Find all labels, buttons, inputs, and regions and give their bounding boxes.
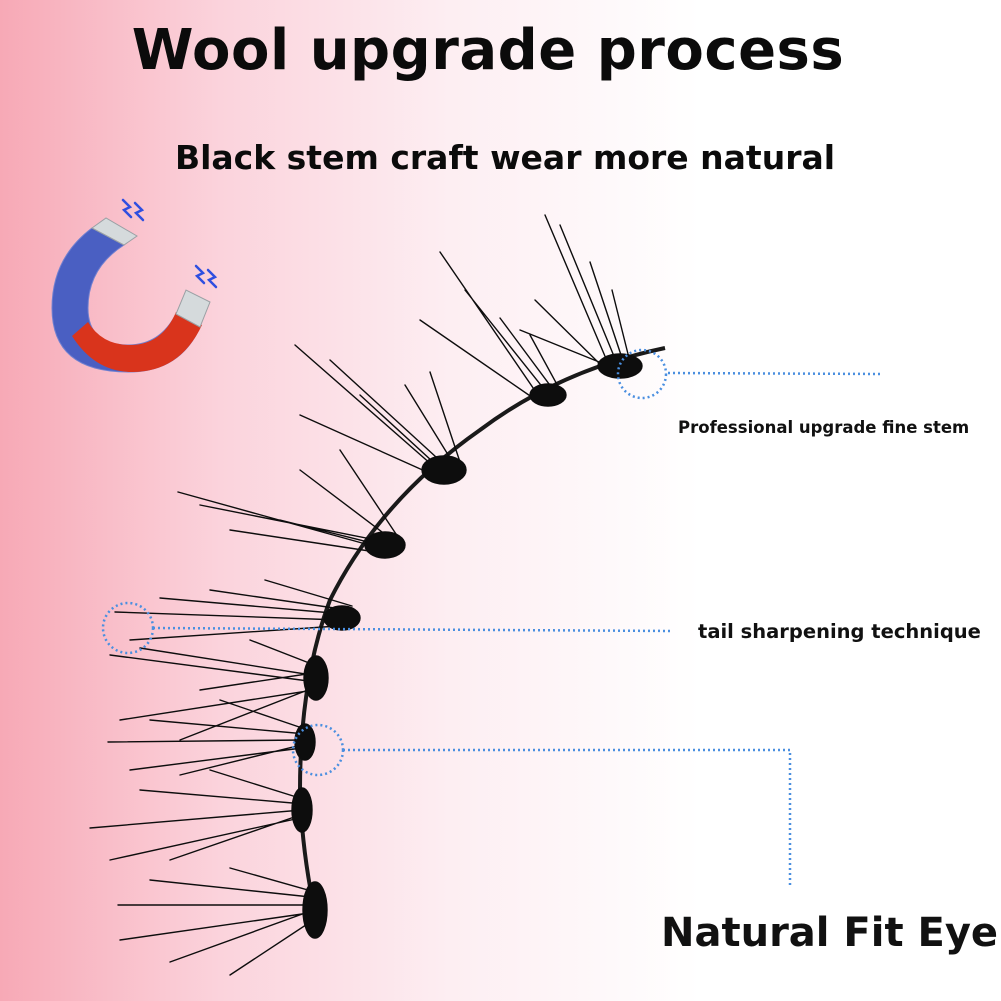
- page-subtitle: Black stem craft wear more natural: [174, 138, 836, 177]
- magnet-icon: [51, 217, 211, 373]
- callout-label-natural-fit: Natural Fit Eye: [661, 910, 999, 956]
- lightning-spark-icon: [121, 198, 218, 289]
- lash-clusters: [89, 214, 643, 976]
- lash-band: [297, 346, 666, 936]
- page-title: Wool upgrade process: [131, 18, 845, 83]
- callout-fine-stem: [616, 348, 881, 400]
- callout-tail-sharpening: [101, 601, 673, 655]
- callout-label-tail-sharpening: tail sharpening technique: [698, 620, 981, 643]
- callout-label-fine-stem: Professional upgrade fine stem: [678, 418, 970, 437]
- callout-natural-fit: [291, 723, 792, 888]
